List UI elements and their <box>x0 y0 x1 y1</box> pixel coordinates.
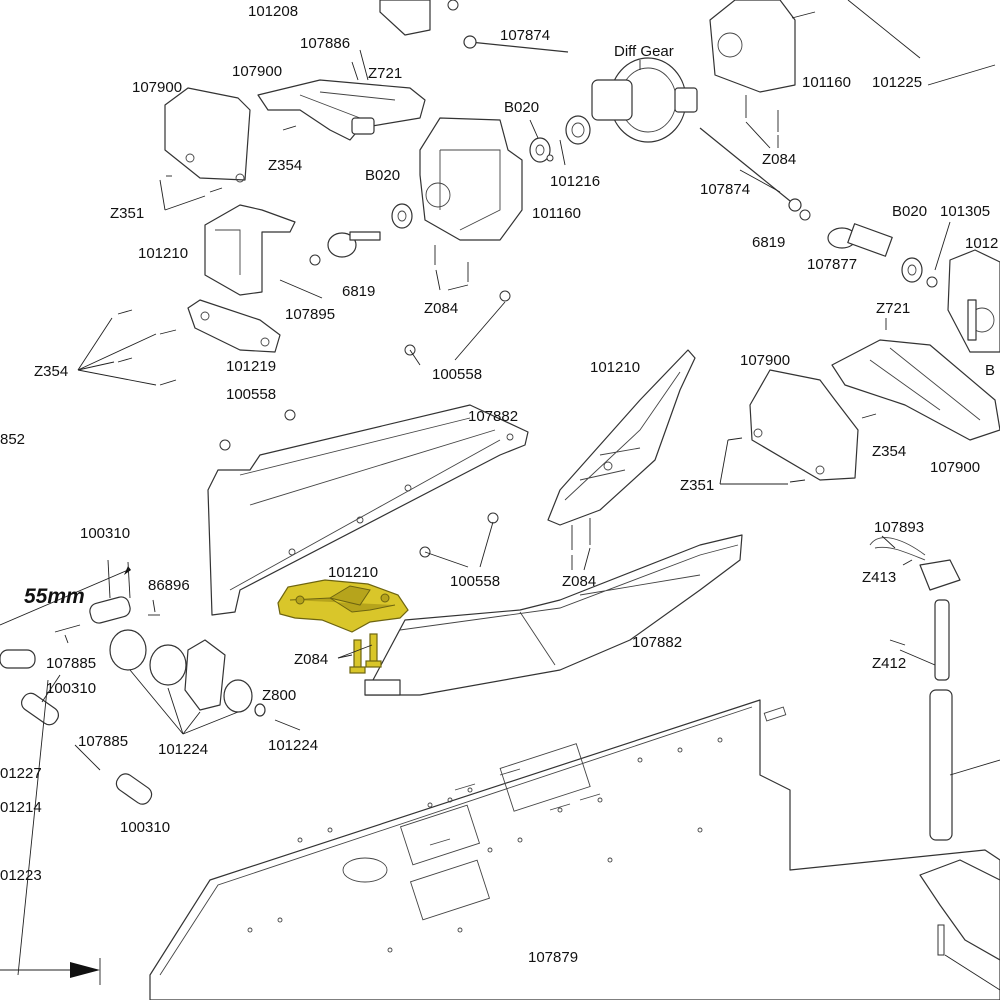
ball-ends-100310 <box>0 596 153 805</box>
rod-right <box>967 299 977 341</box>
side-guard-107882-left <box>207 404 529 616</box>
label-101160-center: 101160 <box>532 205 581 222</box>
label-101210-right: 101210 <box>590 359 640 376</box>
label-1012: 1012 <box>965 235 998 252</box>
label-100558-lower: 100558 <box>450 573 500 590</box>
label-107885-top: 107885 <box>46 655 96 672</box>
part-labels: 101208 107874 107886 Z721 107900 107900 … <box>0 3 998 966</box>
label-z354-left: Z354 <box>34 363 68 380</box>
bearing-b020-c <box>901 257 923 283</box>
label-107882-right: 107882 <box>632 634 682 651</box>
gearbox-101160-center <box>419 117 523 241</box>
label-55mm: 55mm <box>24 585 85 608</box>
chassis-plate-107879 <box>149 699 1000 1000</box>
body-post-right <box>919 559 1000 961</box>
label-101219: 101219 <box>226 358 276 375</box>
drive-shaft-107874-top <box>463 35 802 212</box>
label-z800: Z800 <box>262 687 296 704</box>
drive-cup-101208 <box>379 0 431 36</box>
hub-carrier-101210 <box>204 204 296 296</box>
label-107900-right: 107900 <box>740 352 790 369</box>
label-101224-left: 101224 <box>158 741 208 758</box>
label-z354-top: Z354 <box>268 157 302 174</box>
label-b020-c: B020 <box>892 203 927 220</box>
label-107886: 107886 <box>300 35 350 52</box>
servo-saver-101224 <box>109 629 266 717</box>
dimension-55mm <box>0 561 131 985</box>
label-101210-highlighted: 101210 <box>328 564 378 581</box>
label-852: 852 <box>0 431 25 448</box>
bevel-gear-101216 <box>565 115 591 145</box>
label-z413: Z413 <box>862 569 896 586</box>
label-z354-right: Z354 <box>872 443 906 460</box>
label-101208: 101208 <box>248 3 298 20</box>
bearing-b020-a <box>529 137 551 163</box>
label-z084-right: Z084 <box>562 573 596 590</box>
label-86896: 86896 <box>148 577 190 594</box>
leader-lines <box>41 0 1000 991</box>
cover-plate-107900-left <box>164 87 251 183</box>
label-6819-left: 6819 <box>342 283 375 300</box>
label-107882-top: 107882 <box>468 408 518 425</box>
highlighted-brace-101210[interactable] <box>277 579 409 674</box>
label-b020-a: B020 <box>504 99 539 116</box>
label-107895: 107895 <box>285 306 335 323</box>
label-107893: 107893 <box>874 519 924 536</box>
label-b020-b: B020 <box>365 167 400 184</box>
label-100558-center: 100558 <box>432 366 482 383</box>
label-diff-gear: Diff Gear <box>614 43 674 60</box>
label-101227: 01227 <box>0 765 42 782</box>
cover-plate-107900-right <box>749 369 859 481</box>
label-101210-left: 101210 <box>138 245 188 262</box>
diff-gear <box>591 57 698 143</box>
brace-101210-right <box>547 349 696 526</box>
label-100310-top: 100310 <box>80 525 130 542</box>
drive-cup-6819-left <box>327 231 381 258</box>
body-clip-107893 <box>869 537 926 561</box>
label-100310-middle: 100310 <box>46 680 96 697</box>
screws <box>54 0 938 771</box>
suspension-arm-107900-top <box>257 79 426 141</box>
label-z084-top: Z084 <box>762 151 796 168</box>
label-107874-right: 107874 <box>700 181 750 198</box>
label-101214: 01214 <box>0 799 42 816</box>
side-guard-107882-right <box>364 534 743 696</box>
label-101224-right: 101224 <box>268 737 318 754</box>
label-107900-bottom: 107900 <box>930 459 980 476</box>
screw-lower-right <box>937 924 945 956</box>
label-z412: Z412 <box>872 655 906 672</box>
label-107900-left: 107900 <box>132 79 182 96</box>
suspension-arm-107900-right <box>831 339 1000 441</box>
gearbox-101160-top <box>709 0 796 93</box>
label-z084-highlighted: Z084 <box>294 651 328 668</box>
label-101225: 101225 <box>872 74 922 91</box>
label-z721-top: Z721 <box>368 65 402 82</box>
label-b-edge: B <box>985 362 995 379</box>
label-100310-bottom: 100310 <box>120 819 170 836</box>
label-z721-right: Z721 <box>876 300 910 317</box>
label-107900-top: 107900 <box>232 63 282 80</box>
label-107879: 107879 <box>528 949 578 966</box>
label-107885-bottom: 107885 <box>78 733 128 750</box>
axle-107877 <box>827 223 893 257</box>
label-z351-left: Z351 <box>110 205 144 222</box>
link-101219 <box>187 299 281 353</box>
label-101223: 01223 <box>0 867 42 884</box>
label-107877: 107877 <box>807 256 857 273</box>
label-101160-top: 101160 <box>802 74 851 91</box>
label-107874-top: 107874 <box>500 27 550 44</box>
bearing-b020-b <box>391 203 413 229</box>
label-z351-right: Z351 <box>680 477 714 494</box>
label-101305: 101305 <box>940 203 990 220</box>
label-6819-right: 6819 <box>752 234 785 251</box>
label-100558-left: 100558 <box>226 386 276 403</box>
label-z084-center: Z084 <box>424 300 458 317</box>
label-101216: 101216 <box>550 173 600 190</box>
